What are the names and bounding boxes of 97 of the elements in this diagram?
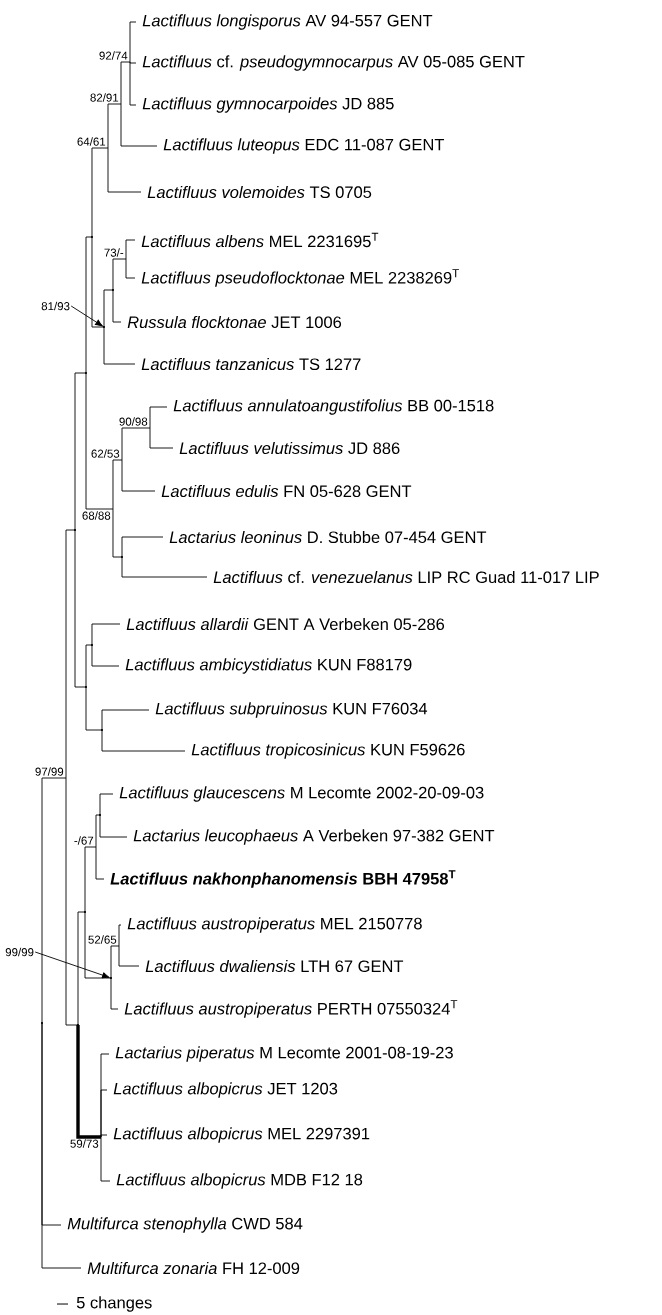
taxon-label: Lactifluus longisporus AV 94-557 GENT bbox=[142, 14, 433, 30]
tree-branch bbox=[112, 508, 123, 558]
tree-branch bbox=[112, 258, 127, 291]
tree-branch bbox=[85, 644, 93, 688]
taxon-label: Lactifluus dwaliensis LTH 67 GENT bbox=[145, 959, 404, 973]
tree-branch bbox=[100, 1134, 108, 1138]
tree-branch bbox=[103, 289, 114, 328]
tree-branch bbox=[121, 427, 151, 461]
tree-branch bbox=[121, 459, 156, 492]
taxon-label: Lactifluus pseudoflocktonae MEL 2238269$^{T}$ bbox=[141, 269, 459, 287]
taxon-label: Multifurca stenophylla CWD 584 bbox=[67, 1217, 303, 1233]
taxon-label: Lactifluus albopicrus JET 1203 bbox=[113, 1082, 338, 1098]
tree-branch bbox=[149, 406, 168, 429]
tree-branch bbox=[41, 777, 67, 1024]
taxon-label: Lactarius piperatus M Lecomte 2001-08-19-23 bbox=[115, 1046, 453, 1062]
tree-branch bbox=[76, 1025, 101, 1139]
support-value: 52/65 bbox=[88, 935, 117, 944]
taxon-label: Lactifluus austropiperatus PERTH 07550324$^{T}$ bbox=[124, 1000, 458, 1018]
scale-label: 5 changes bbox=[76, 1296, 152, 1312]
tree-branch bbox=[120, 103, 158, 147]
support-value: 59/73 bbox=[70, 1139, 99, 1148]
tree-branch bbox=[129, 21, 137, 63]
support-value: 64/61 bbox=[77, 137, 106, 146]
support-value: 81/93 bbox=[41, 301, 70, 311]
tree-branch bbox=[85, 372, 114, 510]
taxon-label: Lactifluus annulatoangustifolius BB 00-1518 bbox=[173, 399, 494, 415]
tree-branch bbox=[103, 326, 136, 365]
tree-branch bbox=[84, 846, 97, 913]
tree-branch bbox=[65, 529, 76, 779]
tree-branch bbox=[101, 729, 186, 752]
support-value: 90/98 bbox=[119, 417, 148, 426]
tree-branch bbox=[95, 846, 105, 880]
tree-branch bbox=[125, 258, 136, 279]
taxon-label: Lactifluus subpruinosus KUN F76034 bbox=[155, 702, 428, 718]
taxon-label: Lactifluus edulis FN 05-628 GENT bbox=[161, 484, 412, 498]
tree-branch bbox=[125, 239, 136, 260]
tree-branch bbox=[91, 623, 121, 646]
support-value: 62/53 bbox=[91, 449, 120, 458]
tree-branch bbox=[110, 977, 119, 1010]
tree-branch bbox=[101, 709, 150, 731]
taxon-label: Lactifluus nakhonphanomensis BBH 47958$^{T}$ bbox=[110, 870, 456, 888]
tree-branch bbox=[112, 289, 122, 323]
taxon-label: Lactifluus glaucescens M Lecomte 2002-20-09-03 bbox=[119, 786, 484, 802]
taxon-label: Lactifluus austropiperatus MEL 2150778 bbox=[127, 917, 422, 933]
taxon-label: Lactifluus velutissimus JD 886 bbox=[179, 441, 400, 455]
tree-branch bbox=[95, 814, 101, 848]
tree-branch bbox=[129, 61, 137, 106]
tree-branch bbox=[85, 236, 93, 374]
tree-branch bbox=[99, 814, 128, 838]
taxon-label: Lactifluus cf. pseudogymnocarpus AV 05-085 GENT bbox=[142, 55, 525, 71]
tree-branch bbox=[91, 644, 120, 667]
taxon-label: Lactifluus albopicrus MEL 2297391 bbox=[113, 1127, 370, 1143]
tree-branch bbox=[74, 372, 87, 531]
tree-branch bbox=[107, 103, 122, 149]
taxon-label: Lactifluus cf. venezuelanus LIP RC Guad 11-017 LIP bbox=[213, 570, 599, 584]
taxon-label: Russula flocktonae JET 1006 bbox=[127, 315, 342, 329]
tree-branch bbox=[85, 686, 103, 731]
taxon-label: Multifurca zonaria FH 12-009 bbox=[87, 1261, 300, 1275]
taxon-label: Lactifluus ambicystidiatus KUN F88179 bbox=[125, 658, 412, 674]
tree-branch bbox=[84, 911, 112, 979]
support-value: 92/74 bbox=[99, 51, 128, 60]
tree-branch bbox=[74, 529, 87, 688]
tree-branch bbox=[41, 1022, 82, 1269]
taxon-label: Lactarius leoninus D. Stubbe 07-454 GENT bbox=[169, 530, 487, 544]
tree-branch bbox=[110, 945, 120, 979]
taxon-label: Lactifluus allardii GENT A Verbeken 05-286 bbox=[126, 617, 445, 631]
support-value: 73/- bbox=[104, 248, 124, 257]
tree-branch bbox=[112, 459, 123, 510]
tree-branch bbox=[107, 147, 142, 193]
taxon-label: Lactifluus albopicrus MDB F12 18 bbox=[116, 1173, 363, 1189]
tree-branch bbox=[91, 236, 105, 328]
taxon-label: Lactifluus albens MEL 2231695$^{T}$ bbox=[141, 232, 379, 248]
tree-branch bbox=[118, 924, 122, 947]
taxon-label: Lactifluus tropicosinicus KUN F59626 bbox=[191, 743, 465, 759]
tree-branch bbox=[99, 793, 114, 816]
taxon-label: Lactifluus volemoides TS 0705 bbox=[147, 185, 372, 199]
tree-branch bbox=[121, 556, 208, 578]
support-value: 68/88 bbox=[82, 511, 111, 520]
taxon-label: Lactarius leucophaeus A Verbeken 97-382 GENT bbox=[133, 829, 495, 845]
support-value: 82/91 bbox=[90, 93, 119, 102]
tree-branch bbox=[65, 777, 79, 1026]
tree-branch bbox=[91, 147, 109, 238]
tree-branch bbox=[120, 61, 131, 105]
support-value: 97/99 bbox=[35, 767, 64, 776]
tree-branch bbox=[118, 945, 140, 967]
tree-branch bbox=[129, 61, 137, 64]
tree-branch bbox=[77, 911, 86, 1026]
tree-branch bbox=[121, 536, 164, 558]
taxon-label: Lactifluus luteopus EDC 11-087 GENT bbox=[163, 138, 445, 154]
taxon-label: Lactifluus tanzanicus TS 1277 bbox=[141, 357, 361, 371]
leader-arrow bbox=[70, 305, 103, 327]
tree-branch bbox=[149, 427, 174, 449]
taxon-label: Lactifluus gymnocarpoides JD 885 bbox=[142, 97, 394, 113]
support-value: 99/99 bbox=[5, 947, 34, 957]
leader-arrow bbox=[34, 951, 110, 979]
support-value: -/67 bbox=[74, 836, 94, 845]
tree-branch bbox=[100, 1136, 111, 1182]
